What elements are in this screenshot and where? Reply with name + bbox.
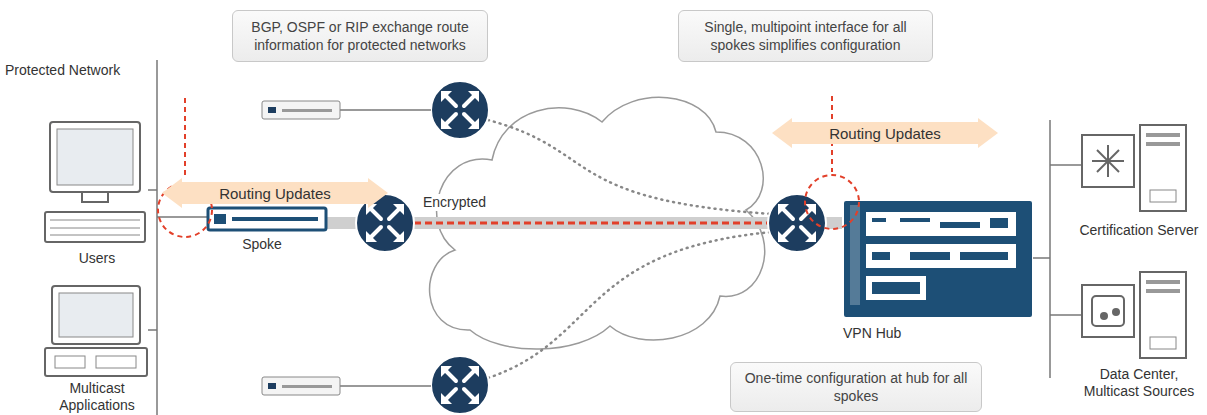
text-label: Users: [47, 250, 147, 267]
arrow-label: Routing Updates: [829, 125, 941, 142]
callout-box: One-time configuration at hub for all sp…: [730, 362, 982, 412]
text-label: Multicast Applications: [42, 380, 152, 414]
boundary-marker: [184, 98, 186, 176]
text-label: Protected Network: [5, 62, 155, 79]
routing-arrow: Routing Updates: [162, 178, 388, 208]
router-icon: [431, 81, 489, 139]
callout-box: Single, multipoint interface for all spo…: [678, 10, 933, 62]
spoke-device: [208, 208, 326, 230]
callout-text: One-time configuration at hub for all sp…: [741, 369, 971, 405]
text-label: Data Center, Multicast Sources: [1076, 366, 1202, 400]
certification-server: [1082, 125, 1186, 211]
interface-marker: [805, 175, 859, 229]
spoke-device-small: [262, 377, 340, 395]
arrow-label: Routing Updates: [219, 185, 331, 202]
callout-box: BGP, OSPF or RIP exchange route informat…: [232, 10, 488, 62]
text-label: Certification Server: [1076, 222, 1202, 239]
routing-arrow: Routing Updates: [772, 118, 998, 148]
callout-text: BGP, OSPF or RIP exchange route informat…: [243, 18, 477, 54]
lan-line: [156, 60, 158, 415]
dotted-link: [488, 120, 772, 214]
user-computer: [45, 122, 145, 242]
multicast-computer: [45, 286, 147, 376]
data-center-server: [1082, 272, 1186, 358]
spoke-device-small: [262, 101, 340, 119]
text-label: Encrypted: [420, 194, 489, 211]
router-icon: [768, 194, 826, 252]
dotted-link: [488, 232, 772, 378]
encrypted-tunnel: [414, 222, 768, 225]
lan-line: [1049, 120, 1051, 378]
callout-text: Single, multipoint interface for all spo…: [689, 18, 922, 54]
router-icon: [431, 356, 489, 414]
text-label: VPN Hub: [843, 325, 943, 342]
vpn-hub-device: [843, 200, 1033, 318]
text-label: Spoke: [222, 236, 302, 253]
